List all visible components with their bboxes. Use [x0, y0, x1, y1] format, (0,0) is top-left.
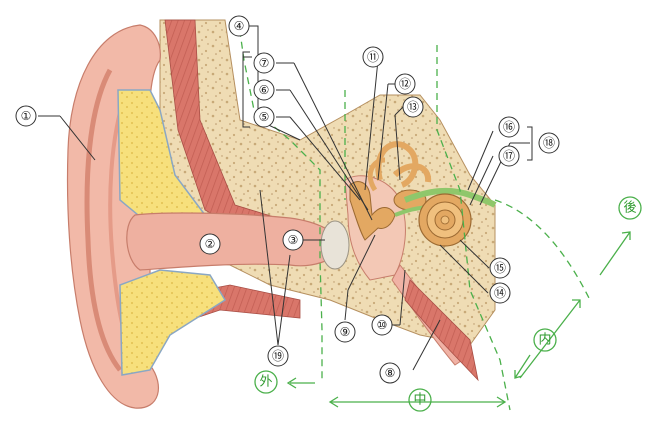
svg-text:④: ④: [234, 19, 245, 33]
svg-text:⑪: ⑪: [367, 50, 379, 64]
svg-text:⑨: ⑨: [340, 325, 351, 339]
label-3: ③: [282, 229, 304, 251]
svg-text:⑱: ⑱: [543, 136, 555, 150]
ear-canal: [126, 212, 346, 271]
upper-fat-pad: [117, 89, 207, 226]
label-4: ④: [228, 15, 250, 37]
label-12: ⑫: [394, 73, 416, 95]
boundary-outer-middle: [237, 17, 323, 380]
label-5: ⑤: [253, 106, 275, 128]
label-8: ⑧: [379, 362, 401, 384]
tube-muscle: [404, 279, 479, 382]
label-1: ①: [15, 105, 37, 127]
svg-text:⑩: ⑩: [377, 318, 388, 332]
svg-text:⑤: ⑤: [259, 110, 270, 124]
svg-text:⑯: ⑯: [503, 120, 515, 134]
arrow-outer: [286, 377, 315, 389]
annotation-rear: 後: [618, 196, 642, 220]
svg-text:内: 内: [538, 332, 551, 348]
annotation-inner: 内: [533, 328, 557, 352]
label-17: ⑰: [498, 145, 520, 167]
svg-text:⑮: ⑮: [494, 261, 506, 275]
svg-text:⑭: ⑭: [494, 286, 506, 300]
label-14: ⑭: [489, 282, 511, 304]
cochlea: [418, 193, 472, 247]
annotation-middle: 中: [408, 388, 432, 412]
label-16: ⑯: [498, 116, 520, 138]
lower-fat-pad: [119, 269, 227, 376]
arrow-inner-rear: [519, 299, 581, 379]
svg-text:⑫: ⑫: [399, 77, 411, 91]
svg-text:⑬: ⑬: [407, 100, 419, 114]
svg-text:⑲: ⑲: [272, 349, 284, 363]
label-7: ⑦: [253, 52, 275, 74]
label-10: ⑩: [371, 314, 393, 336]
label-9: ⑨: [334, 321, 356, 343]
label-19: ⑲: [267, 345, 289, 367]
svg-text:後: 後: [623, 201, 636, 216]
svg-text:③: ③: [288, 233, 299, 247]
svg-text:⑦: ⑦: [259, 56, 270, 70]
label-18: ⑱: [538, 132, 560, 154]
svg-text:⑥: ⑥: [259, 83, 270, 97]
vestibulocochlear-nerve: [403, 187, 497, 208]
svg-text:②: ②: [205, 237, 216, 251]
auricle-fold: [84, 68, 122, 372]
label-15: ⑮: [489, 257, 511, 279]
label-6: ⑥: [253, 79, 275, 101]
svg-text:中: 中: [413, 393, 426, 408]
boundary-inner-rear: [494, 199, 591, 301]
svg-text:⑰: ⑰: [503, 149, 515, 163]
arrow-rear: [599, 231, 631, 276]
label-11: ⑪: [362, 46, 384, 68]
arrow-inner-down: [514, 354, 531, 379]
label-13: ⑬: [402, 96, 424, 118]
label-2: ②: [199, 233, 221, 255]
annotation-outer: 外: [254, 370, 278, 394]
svg-text:外: 外: [259, 375, 272, 390]
ossicles: [349, 181, 396, 241]
svg-text:①: ①: [21, 109, 32, 123]
arrow-middle: [328, 396, 507, 408]
svg-text:⑧: ⑧: [385, 366, 396, 380]
tympanic-membrane: [320, 220, 350, 270]
leader-lines: [38, 25, 533, 371]
